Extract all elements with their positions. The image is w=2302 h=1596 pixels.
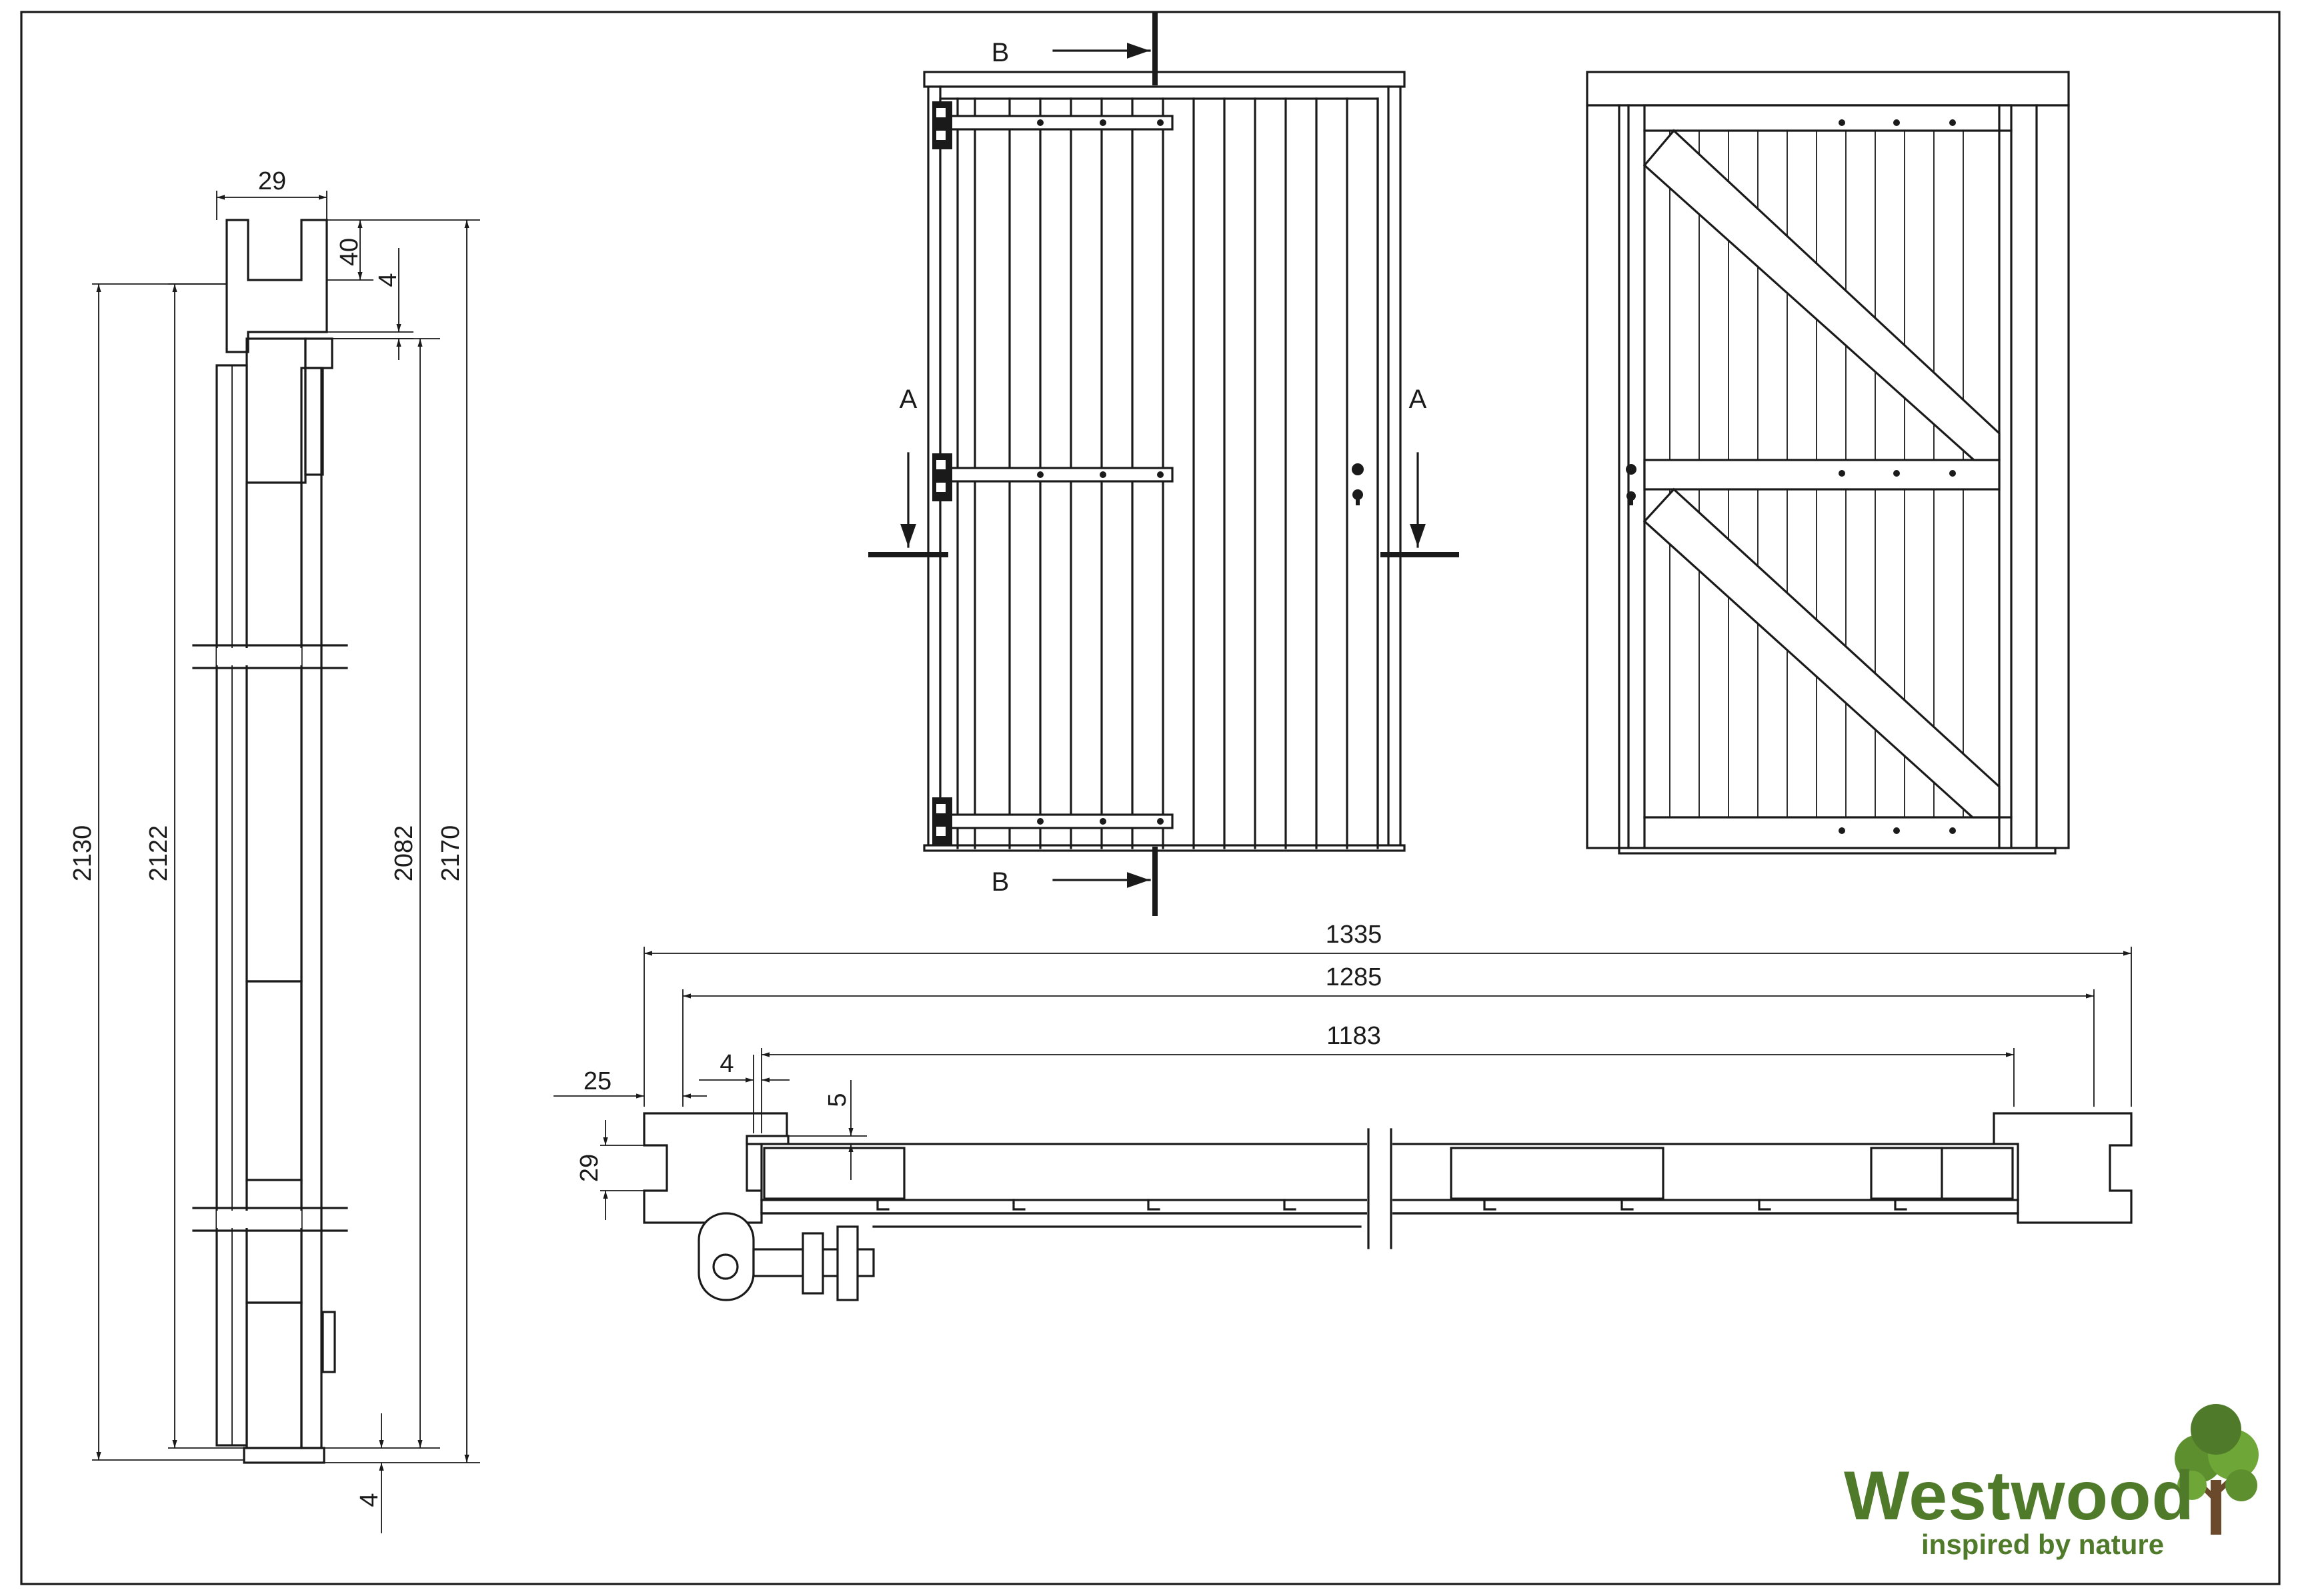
brand-name: Westwood <box>1844 1457 2195 1535</box>
section-label-a-left: A <box>900 385 918 414</box>
tree-icon <box>2175 1404 2259 1535</box>
break-gap <box>217 1211 301 1228</box>
bottom-rail-block <box>245 1301 303 1449</box>
section-label-b-top: B <box>992 38 1010 67</box>
horizontal-section-view: 1335 1285 1183 25 4 5 29 <box>553 921 2133 1301</box>
lower-diagonal-brace <box>1642 487 2001 819</box>
brand-tagline: inspired by nature <box>1921 1529 2165 1560</box>
upper-diagonal-brace <box>1642 129 2001 461</box>
dim-top-gap: 4 <box>374 273 402 287</box>
hinge-strap-bottom <box>946 813 1174 829</box>
front-head-cap <box>923 71 1406 88</box>
leaf-board-profile <box>300 367 323 1449</box>
dim-2170: 2170 <box>437 825 465 882</box>
rear-elevation-view <box>1586 71 2070 855</box>
hinge-stile-block <box>763 1147 906 1200</box>
upper-hinge-plate <box>304 367 324 476</box>
dim-2122: 2122 <box>145 825 173 882</box>
hinge-knuckle-icon <box>932 453 952 501</box>
brand-logo: Westwood inspired by nature <box>1844 1400 2271 1567</box>
top-frame-profile <box>225 219 328 353</box>
dim-leaf-width: 1183 <box>1326 1022 1381 1050</box>
section-label-b-bottom: B <box>992 867 1010 897</box>
dim-2130: 2130 <box>69 825 97 882</box>
leaf-core-upper <box>245 481 303 983</box>
middle-rail-block <box>245 980 303 1181</box>
hinge-knuckle-icon <box>932 797 952 845</box>
bottom-sill <box>243 1447 325 1464</box>
front-threshold <box>923 844 1406 852</box>
upper-rail-block <box>245 337 307 484</box>
leaf-core-lower <box>245 1179 303 1304</box>
dim-top-width: 29 <box>258 167 286 195</box>
rear-middle-rail <box>1643 459 2001 491</box>
hinge-strap-middle <box>946 467 1174 483</box>
dim-overall-width: 1335 <box>1326 921 1382 949</box>
dim-leaf-gap: 4 <box>720 1050 734 1078</box>
rear-head <box>1586 71 2070 107</box>
dim-top-groove: 40 <box>335 238 363 266</box>
latch-icon <box>1626 464 1636 505</box>
section-label-a-right: A <box>1409 385 1427 414</box>
dim-bottom-gap: 4 <box>355 1493 383 1507</box>
vertical-section-view: 29 40 4 2130 2122 2082 2170 4 <box>69 167 480 1533</box>
dim-frame-thickness: 29 <box>576 1154 604 1182</box>
hinge-pin-icon <box>698 1212 1362 1301</box>
lower-hinge-plate <box>321 1311 336 1373</box>
top-rail-cap <box>304 337 333 369</box>
sheet-border <box>20 11 2281 1585</box>
left-rebate-strip <box>746 1135 790 1145</box>
dim-frame-inner-width: 1285 <box>1326 963 1382 991</box>
hinge-knuckle-icon <box>932 101 952 149</box>
tongue-groove-marks <box>876 1199 1907 1211</box>
break-gap <box>217 648 301 665</box>
dim-rebate: 5 <box>824 1093 852 1107</box>
dim-frame-offset: 25 <box>584 1067 612 1095</box>
center-batten-block <box>1450 1147 1664 1200</box>
door-handle-icon <box>1352 463 1364 505</box>
dim-2082: 2082 <box>390 825 418 882</box>
front-elevation-view: B B A A <box>868 12 1459 916</box>
hinge-strap-top <box>946 115 1174 131</box>
